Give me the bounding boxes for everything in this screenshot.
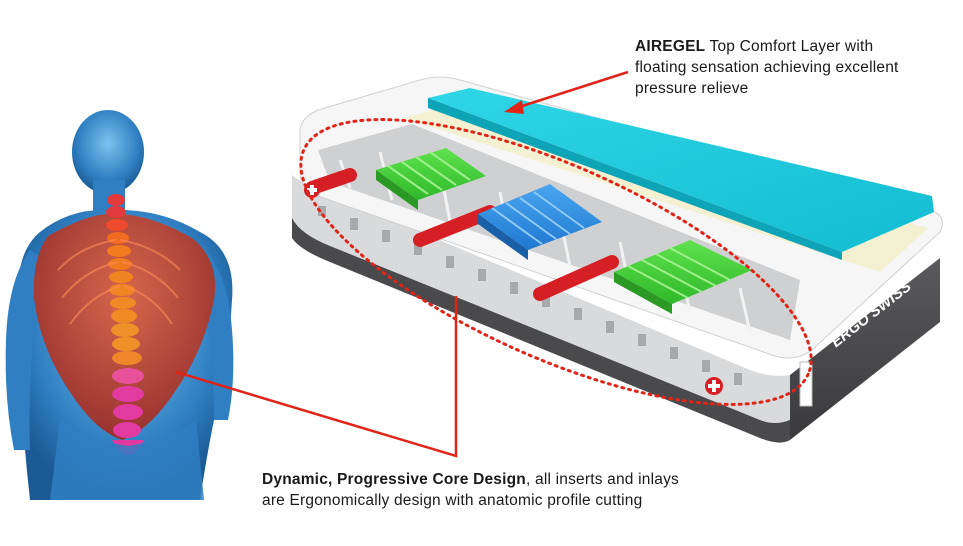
- core-line-2: are Ergonomically design with anatomic p…: [262, 492, 643, 509]
- profile-cutting: [318, 206, 742, 385]
- vertebra: [109, 271, 133, 283]
- vertebra: [109, 284, 135, 296]
- vertebra: [110, 297, 136, 309]
- core-highlight-ellipse: [299, 118, 813, 406]
- mattress-illustration: ERGO SWISS: [292, 76, 943, 443]
- swiss-cross-icon: [705, 377, 723, 395]
- airegel-line-3: pressure relieve: [635, 80, 749, 97]
- airegel-layer: [428, 88, 934, 252]
- airegel-callout: AIREGEL Top Comfort Layer with floating …: [635, 36, 955, 99]
- green-insert-left: [376, 148, 486, 210]
- core-pointer-line: [175, 296, 458, 458]
- core-title: Dynamic, Progressive Core Design: [262, 471, 526, 488]
- mattress-front-band: [292, 218, 790, 443]
- vertebra: [108, 258, 132, 270]
- ribs: [57, 239, 181, 325]
- vertebra: [111, 309, 137, 323]
- red-rod: [533, 255, 619, 301]
- core-line-1: , all inserts and inlays: [525, 471, 679, 488]
- vertebra: [106, 219, 128, 231]
- callout-lines: [175, 70, 813, 458]
- green-insert-right: [614, 240, 752, 314]
- vertebra: [107, 232, 129, 244]
- vertebra: [106, 206, 126, 218]
- vertebra: [112, 386, 144, 402]
- airegel-layer-edge: [428, 98, 842, 260]
- human-back-illustration: [5, 110, 234, 500]
- airegel-pointer-line: [515, 70, 629, 110]
- vertebra: [113, 404, 143, 420]
- airegel-line-1: Top Comfort Layer with: [705, 38, 874, 55]
- hips-shape: [50, 420, 204, 500]
- blue-insert-middle: [478, 184, 602, 260]
- vertebra: [112, 351, 142, 365]
- vertebra: [112, 368, 144, 384]
- vertebra: [113, 422, 141, 438]
- airegel-line-2: floating sensation achieving excellent: [635, 59, 899, 76]
- core-callout: Dynamic, Progressive Core Design, all in…: [262, 469, 782, 511]
- vertebra: [107, 245, 131, 257]
- airegel-title: AIREGEL: [635, 38, 706, 55]
- vertebra: [111, 323, 139, 337]
- mattress-side-panel: [790, 258, 940, 440]
- head-shape: [72, 110, 144, 194]
- airegel-pointer-arrow: [504, 100, 524, 114]
- vertebra: [112, 337, 140, 351]
- vertebra: [107, 194, 125, 206]
- corner-tag: [799, 361, 813, 407]
